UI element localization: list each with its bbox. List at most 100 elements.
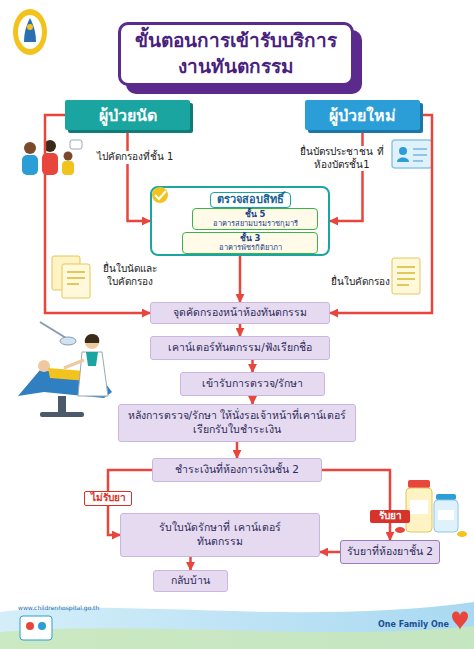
dentist-illustration (40, 322, 66, 338)
id-card-illustration (413, 148, 427, 150)
flow-arrow (322, 470, 390, 540)
rights-check-box: ตรวจสอบสิทธิ์ชั้น 5อาคารสยามบรมราชกุมารี… (150, 186, 330, 256)
family-illustration (70, 140, 82, 149)
flow-arrow (330, 115, 432, 313)
footer-band (26, 622, 34, 630)
family-illustration (24, 142, 36, 154)
node-text: เข้ารับการตรวจ/รักษา (202, 377, 304, 391)
flow-arrow (239, 324, 242, 336)
footer-band (0, 626, 474, 649)
title-text: ขั้นตอนการเข้ารับบริการ งานทันตกรรม (129, 28, 344, 79)
document-illustration (62, 264, 90, 298)
hospital-logo (24, 18, 36, 42)
dentist-illustration (86, 352, 98, 366)
edge-label: ไม่รับยา (84, 491, 132, 506)
footer-band (452, 612, 468, 631)
process-box: รับใบนัดรักษาที่ เคาน์เตอร์ทันตกรรม (120, 513, 320, 557)
footer-band (38, 622, 46, 630)
edge-label: ยื่นใบนัดและ ใบคัดกรอง (96, 263, 164, 288)
edge-label: ยื่นใบคัดกรอง (330, 276, 390, 289)
medicine-illustration (406, 488, 432, 532)
node-text: ตรวจสอบสิทธิ์ (210, 192, 291, 208)
medicine-illustration (438, 510, 454, 520)
id-card-illustration (399, 147, 407, 155)
id-card-illustration (392, 140, 432, 168)
medicine-illustration (436, 494, 456, 500)
edge-label: รับยา (370, 510, 410, 523)
family-illustration (44, 140, 56, 152)
flow-arrow (320, 551, 340, 554)
document-illustration (397, 284, 409, 286)
process-box: เข้ารับการตรวจ/รักษา (180, 372, 325, 396)
node-text: เคาน์เตอร์ทันตกรรม/ฟังเรียกชื่อ (168, 341, 312, 355)
flow-arrow (189, 557, 192, 570)
id-card-illustration (397, 158, 409, 163)
footer-band (0, 602, 474, 649)
flow-arrow (239, 256, 242, 302)
family-illustration (42, 153, 58, 175)
node-text: กลับบ้าน (171, 574, 210, 588)
end-box: กลับบ้าน (153, 570, 228, 592)
node-text: ชำระเงินที่ห้องการเงินชั้น 2 (175, 463, 299, 477)
flow-arrow (251, 396, 254, 404)
website-url: www.childrenhospital.go.th (18, 604, 99, 611)
patient-type-box: ผู้ป่วยใหม่ (305, 100, 420, 130)
location-box: ชั้น 5อาคารสยามบรมราชกุมารี (192, 208, 318, 230)
document-illustration (397, 278, 415, 280)
id-card-illustration (413, 154, 427, 156)
document-illustration (392, 258, 420, 294)
footer-band (20, 616, 52, 640)
dentist-illustration (58, 396, 66, 414)
title-banner: ขั้นตอนการเข้ารับบริการ งานทันตกรรม (118, 22, 354, 86)
node-text: อาคารพัชรกิติยาภา (219, 244, 282, 253)
node-text: รับยาที่ห้องยาชั้น 2 (347, 545, 433, 559)
medicine-illustration (410, 500, 428, 514)
dentist-illustration (18, 322, 112, 417)
document-illustration (52, 256, 90, 298)
node-text: จุดคัดกรองหน้าห้องทันตกรรม (173, 306, 307, 320)
campaign-logo-text: One Family One (378, 620, 449, 629)
dentist-illustration (85, 334, 99, 343)
edge-label: ยื่นบัตรประชาชน ที่ห้องบัตรชั้น1 (294, 146, 390, 171)
id-card-illustration (392, 140, 432, 168)
process-box: ชำระเงินที่ห้องการเงินชั้น 2 (152, 458, 322, 482)
document-illustration (397, 272, 415, 274)
family-illustration (62, 161, 74, 175)
process-box: จุดคัดกรองหน้าห้องทันตกรรม (150, 302, 330, 324)
dentist-illustration (85, 335, 99, 349)
dentist-illustration (78, 352, 108, 396)
family-illustration (22, 140, 82, 175)
node-text: รับใบนัดรักษาที่ เคาน์เตอร์ทันตกรรม (155, 521, 285, 548)
patient-type-box: ผู้ป่วยนัด (65, 100, 190, 130)
dentist-illustration (38, 360, 50, 372)
dentist-illustration (40, 412, 84, 417)
medicine-illustration (457, 531, 467, 537)
medicine-illustration (395, 480, 467, 537)
node-text: ผู้ป่วยใหม่ (329, 103, 396, 128)
node-text: หลังการตรวจ/รักษา ให้นั่งรอเจ้าหน้าที่เค… (125, 409, 350, 436)
family-illustration (22, 155, 38, 175)
dentist-illustration (64, 360, 84, 368)
flow-arrow (236, 442, 239, 458)
hospital-logo (27, 24, 33, 30)
flow-arrow (251, 360, 254, 372)
document-illustration (67, 271, 85, 273)
node-text: ชั้น 5 (245, 210, 266, 220)
node-text: ชั้น 3 (240, 234, 261, 244)
location-box: ชั้น 3อาคารพัชรกิติยาภา (182, 232, 318, 254)
process-box: รับยาที่ห้องยาชั้น 2 (340, 540, 440, 564)
document-illustration (67, 277, 85, 279)
process-box: เคาน์เตอร์ทันตกรรม/ฟังเรียกชื่อ (150, 336, 330, 360)
node-text: อาคารสยามบรมราชกุมารี (213, 220, 298, 229)
document-illustration (397, 266, 415, 268)
flow-arrow (128, 130, 151, 221)
medicine-illustration (434, 500, 458, 532)
footer-band (0, 602, 474, 649)
hospital-logo (13, 9, 47, 55)
process-box: หลังการตรวจ/รักษา ให้นั่งรอเจ้าหน้าที่เค… (118, 404, 356, 442)
medicine-illustration (408, 480, 430, 488)
node-text: ผู้ป่วยนัด (99, 103, 157, 128)
dentist-illustration (60, 337, 76, 345)
document-illustration (392, 258, 420, 294)
